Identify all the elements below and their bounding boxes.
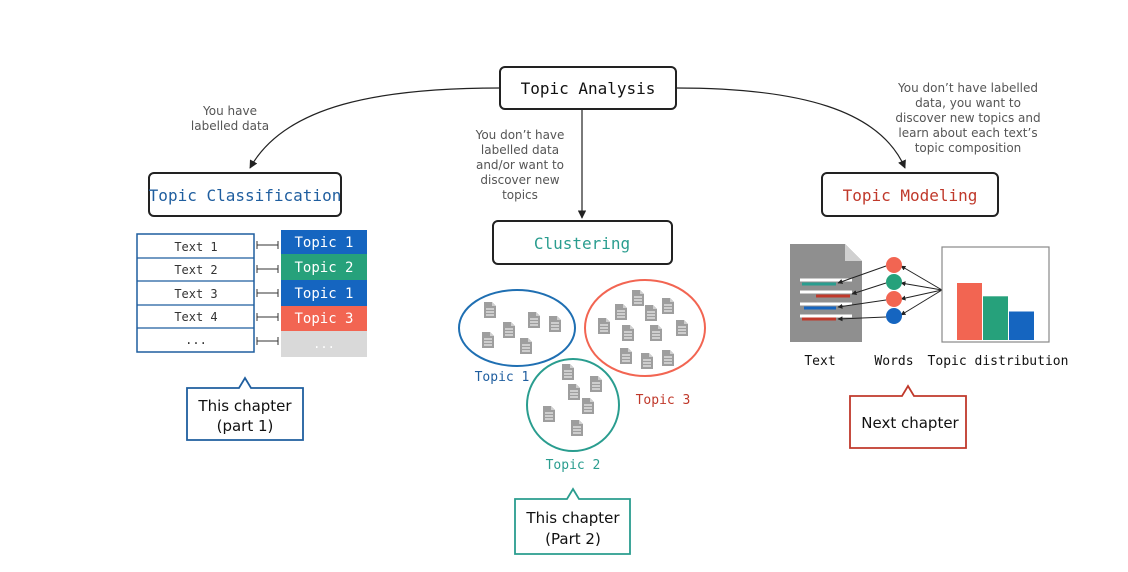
arrow-to-modeling <box>675 87 906 169</box>
callout-line: This chapter <box>525 509 620 527</box>
callout-next-chapter: Next chapter <box>849 384 967 449</box>
text-row-label: ... <box>185 333 207 347</box>
topic-distribution-chart <box>941 246 1050 343</box>
condition-line: You don’t have labelled <box>897 81 1038 95</box>
word-node <box>886 291 902 307</box>
mapping-connectors <box>256 241 279 345</box>
condition-line: discover new topics and <box>895 111 1040 125</box>
topic-cell <box>281 306 367 331</box>
topic-label-column: Topic 1 Topic 2 Topic 1 Topic 3 ... <box>281 230 367 357</box>
text-row-label: Text 2 <box>174 263 217 277</box>
condition-line: data, you want to <box>915 96 1021 110</box>
root-node: Topic Analysis <box>499 66 677 110</box>
caption-topic-distribution: Topic distribution <box>928 354 1069 369</box>
topic-cell-label: ... <box>313 337 335 351</box>
cluster-label: Topic 1 <box>475 370 530 385</box>
word-node <box>886 257 902 273</box>
modeling-captions: Text Words Topic distribution <box>804 354 1068 369</box>
condition-line: You have <box>202 104 257 118</box>
classification-node: Topic Classification <box>148 172 342 217</box>
clustering-node: Clustering <box>492 220 673 265</box>
topic-cell-label: Topic 1 <box>294 235 353 251</box>
condition-line: learn about each text’s <box>898 126 1037 140</box>
modeling-label: Topic Modeling <box>843 186 978 205</box>
condition-line: labelled data <box>191 119 269 133</box>
classification-table: Text 1 Text 2 Text 3 Text 4 ... <box>136 233 255 353</box>
callout-line: (part 1) <box>217 417 274 435</box>
callout-line: Next chapter <box>861 414 959 432</box>
word-node <box>886 308 902 324</box>
condition-note-classification: You have labelled data <box>191 104 269 133</box>
distribution-bar <box>957 283 982 340</box>
modeling-node: Topic Modeling <box>821 172 999 217</box>
distribution-bar <box>1009 311 1034 340</box>
condition-line: and/or want to <box>476 158 564 172</box>
classification-label: Topic Classification <box>149 186 342 205</box>
callout-line: This chapter <box>197 397 292 415</box>
topic-cell-label: Topic 2 <box>294 260 353 276</box>
text-row-label: Text 4 <box>174 310 217 324</box>
topic-cell <box>281 254 367 280</box>
callout-part-1: This chapter (part 1) <box>186 376 304 441</box>
document-icon <box>790 244 862 342</box>
caption-text: Text <box>804 354 835 369</box>
condition-line: labelled data <box>481 143 559 157</box>
cluster-topic-3: Topic 3 <box>584 279 706 408</box>
condition-line: topic composition <box>915 141 1022 155</box>
clustering-label: Clustering <box>534 234 630 253</box>
word-node <box>886 274 902 290</box>
text-row-label: Text 1 <box>174 240 217 254</box>
connector-arrows <box>249 87 906 219</box>
condition-note-clustering: You don’t have labelled data and/or want… <box>475 128 565 202</box>
condition-note-modeling: You don’t have labelled data, you want t… <box>895 81 1040 155</box>
callout-part-2: This chapter (Part 2) <box>514 487 631 555</box>
condition-line: discover new <box>480 173 559 187</box>
topic-cell <box>281 230 367 254</box>
word-nodes <box>837 257 943 324</box>
topic-cell <box>281 280 367 306</box>
root-label: Topic Analysis <box>521 79 656 98</box>
callout-line: (Part 2) <box>545 530 601 548</box>
cluster-topic-2: Topic 2 <box>526 358 620 473</box>
text-row-label: Text 3 <box>174 287 217 301</box>
arrow-to-classification <box>249 87 501 169</box>
caption-words: Words <box>874 354 913 369</box>
cluster-topic-1: Topic 1 <box>458 289 576 385</box>
distribution-bar <box>983 296 1008 340</box>
cluster-label: Topic 3 <box>636 393 691 408</box>
condition-line: You don’t have <box>475 128 565 142</box>
cluster-label: Topic 2 <box>546 458 601 473</box>
topic-cell <box>281 331 367 357</box>
topic-cell-label: Topic 1 <box>294 286 353 302</box>
condition-line: topics <box>502 188 538 202</box>
topic-cell-label: Topic 3 <box>294 311 353 327</box>
